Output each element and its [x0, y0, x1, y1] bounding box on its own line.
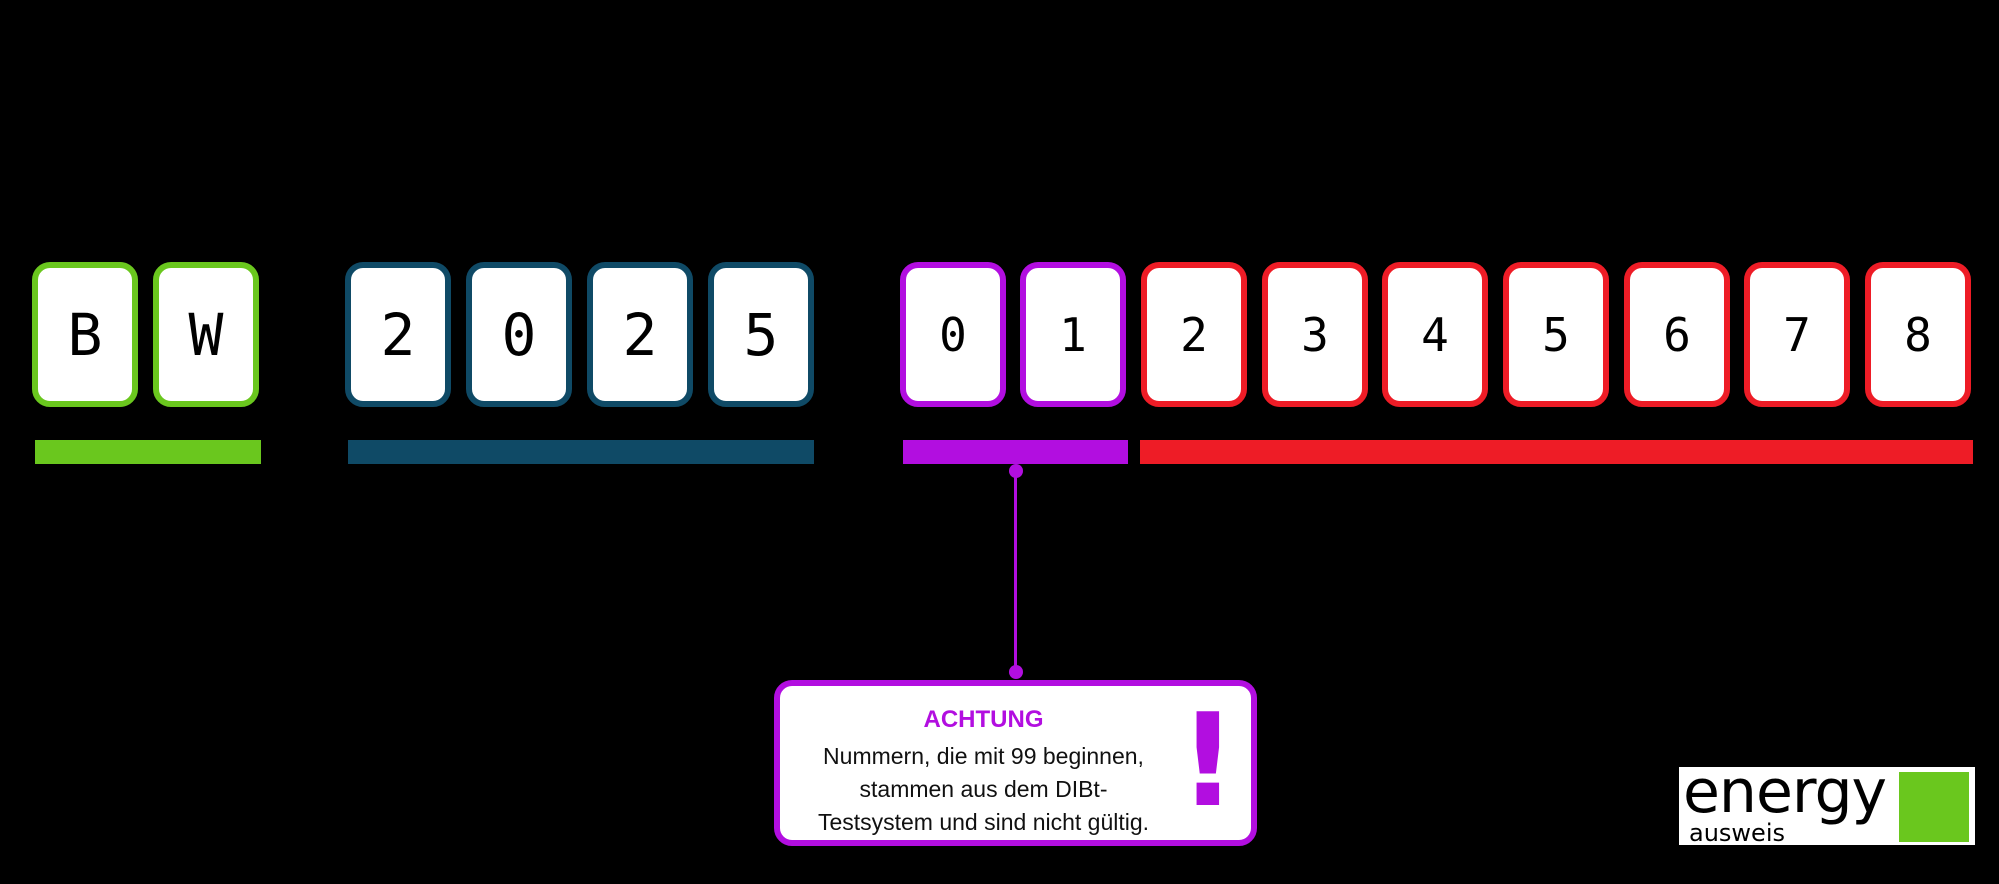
char-tile-year-1: 2 [345, 262, 451, 407]
char-tile-serial-5: 6 [1624, 262, 1730, 407]
char-tile-serial-3: 4 [1382, 262, 1488, 407]
char-tile-year-2: 0 [466, 262, 572, 407]
callout-title: ACHTUNG [923, 706, 1044, 733]
segment-bar-year [348, 440, 814, 464]
char-tile-serial-4: 5 [1503, 262, 1609, 407]
char-tile-prefix-1: 0 [900, 262, 1006, 407]
char-tile-year-3: 2 [587, 262, 693, 407]
logo-wordmark: energy [1683, 757, 1887, 827]
exclamation-icon: ! [1178, 687, 1237, 836]
char-tile-serial-7: 8 [1865, 262, 1971, 407]
segment-bar-prefix [903, 440, 1128, 464]
char-tile-serial-1: 2 [1141, 262, 1247, 407]
warning-callout: ACHTUNG Nummern, die mit 99 beginnen, st… [774, 680, 1257, 846]
char-tile-state-1: B [32, 262, 138, 407]
segment-bar-state [35, 440, 261, 464]
callout-text: Nummern, die mit 99 beginnen, stammen au… [817, 743, 1150, 835]
connector-dot-bottom [1009, 665, 1023, 679]
connector-line [1014, 470, 1017, 673]
char-tile-serial-2: 3 [1262, 262, 1368, 407]
logo-accent-square [1899, 772, 1969, 842]
segment-bar-serial [1140, 440, 1973, 464]
char-tile-state-2: W [153, 262, 259, 407]
char-tile-prefix-2: 1 [1020, 262, 1126, 407]
brand-logo: energy ausweis [1679, 757, 1975, 847]
logo-subtitle: ausweis [1689, 819, 1785, 847]
char-tile-year-4: 5 [708, 262, 814, 407]
char-tile-serial-6: 7 [1744, 262, 1850, 407]
